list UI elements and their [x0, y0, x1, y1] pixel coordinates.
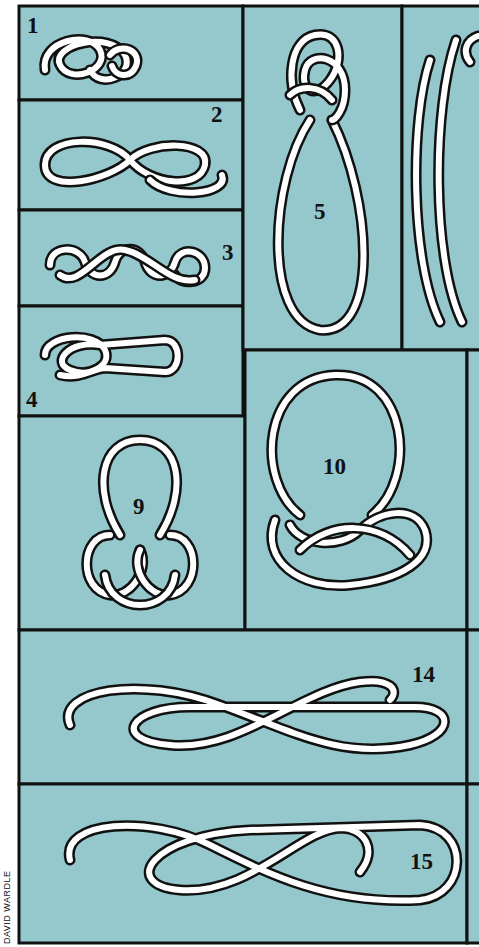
rope-outline — [292, 34, 345, 120]
knot-drawings — [45, 34, 478, 900]
panel-grid — [19, 6, 479, 943]
callout-number: 5 — [314, 200, 326, 223]
rope-fill — [272, 513, 427, 585]
rope-fill — [45, 337, 178, 376]
rope-outline — [272, 513, 427, 585]
rope-outline — [103, 440, 176, 535]
callout-number: 15 — [410, 850, 433, 873]
rope-outline — [45, 142, 205, 182]
rope-fill — [110, 49, 137, 76]
rope-outline — [50, 249, 205, 282]
rope-outline — [300, 528, 410, 555]
rope-fill — [292, 34, 345, 120]
rope-fill — [69, 825, 457, 901]
callout-number: 4 — [26, 388, 38, 411]
rope-outline — [105, 575, 175, 605]
callout-number: 1 — [27, 14, 39, 37]
callout-number: 14 — [412, 663, 435, 686]
rope-outline — [466, 36, 478, 62]
rope-fill — [103, 440, 176, 535]
rope-fill — [68, 681, 444, 749]
rope-fill — [466, 36, 478, 62]
callout-number: 2 — [211, 103, 223, 126]
rope-outline — [68, 681, 444, 749]
artist-credit: DAVID WARDLE — [3, 870, 12, 944]
rope-outline — [272, 375, 400, 515]
rope-outline — [290, 88, 332, 100]
rope-outline — [60, 250, 195, 281]
rope-outline — [45, 337, 178, 376]
rope-fill — [137, 535, 193, 595]
rope-fill — [290, 88, 332, 100]
rope-outline — [439, 40, 462, 322]
rope-fill — [439, 40, 462, 322]
rope-outline — [150, 175, 223, 193]
callout-number: 3 — [222, 241, 234, 264]
rope-outline — [137, 535, 193, 595]
rope-fill — [105, 575, 175, 605]
rope-fill — [278, 120, 363, 330]
rope-fill — [50, 249, 205, 282]
rope-fill — [60, 250, 195, 281]
rope-fill — [150, 175, 223, 193]
rope-fill — [45, 142, 205, 182]
rope-outline — [110, 49, 137, 76]
rope-outline — [278, 120, 363, 330]
rope-outline — [69, 825, 457, 901]
rope-fill — [300, 528, 410, 555]
callout-number: 9 — [133, 495, 145, 518]
callout-number: 10 — [323, 455, 346, 478]
rope-fill — [272, 375, 400, 515]
